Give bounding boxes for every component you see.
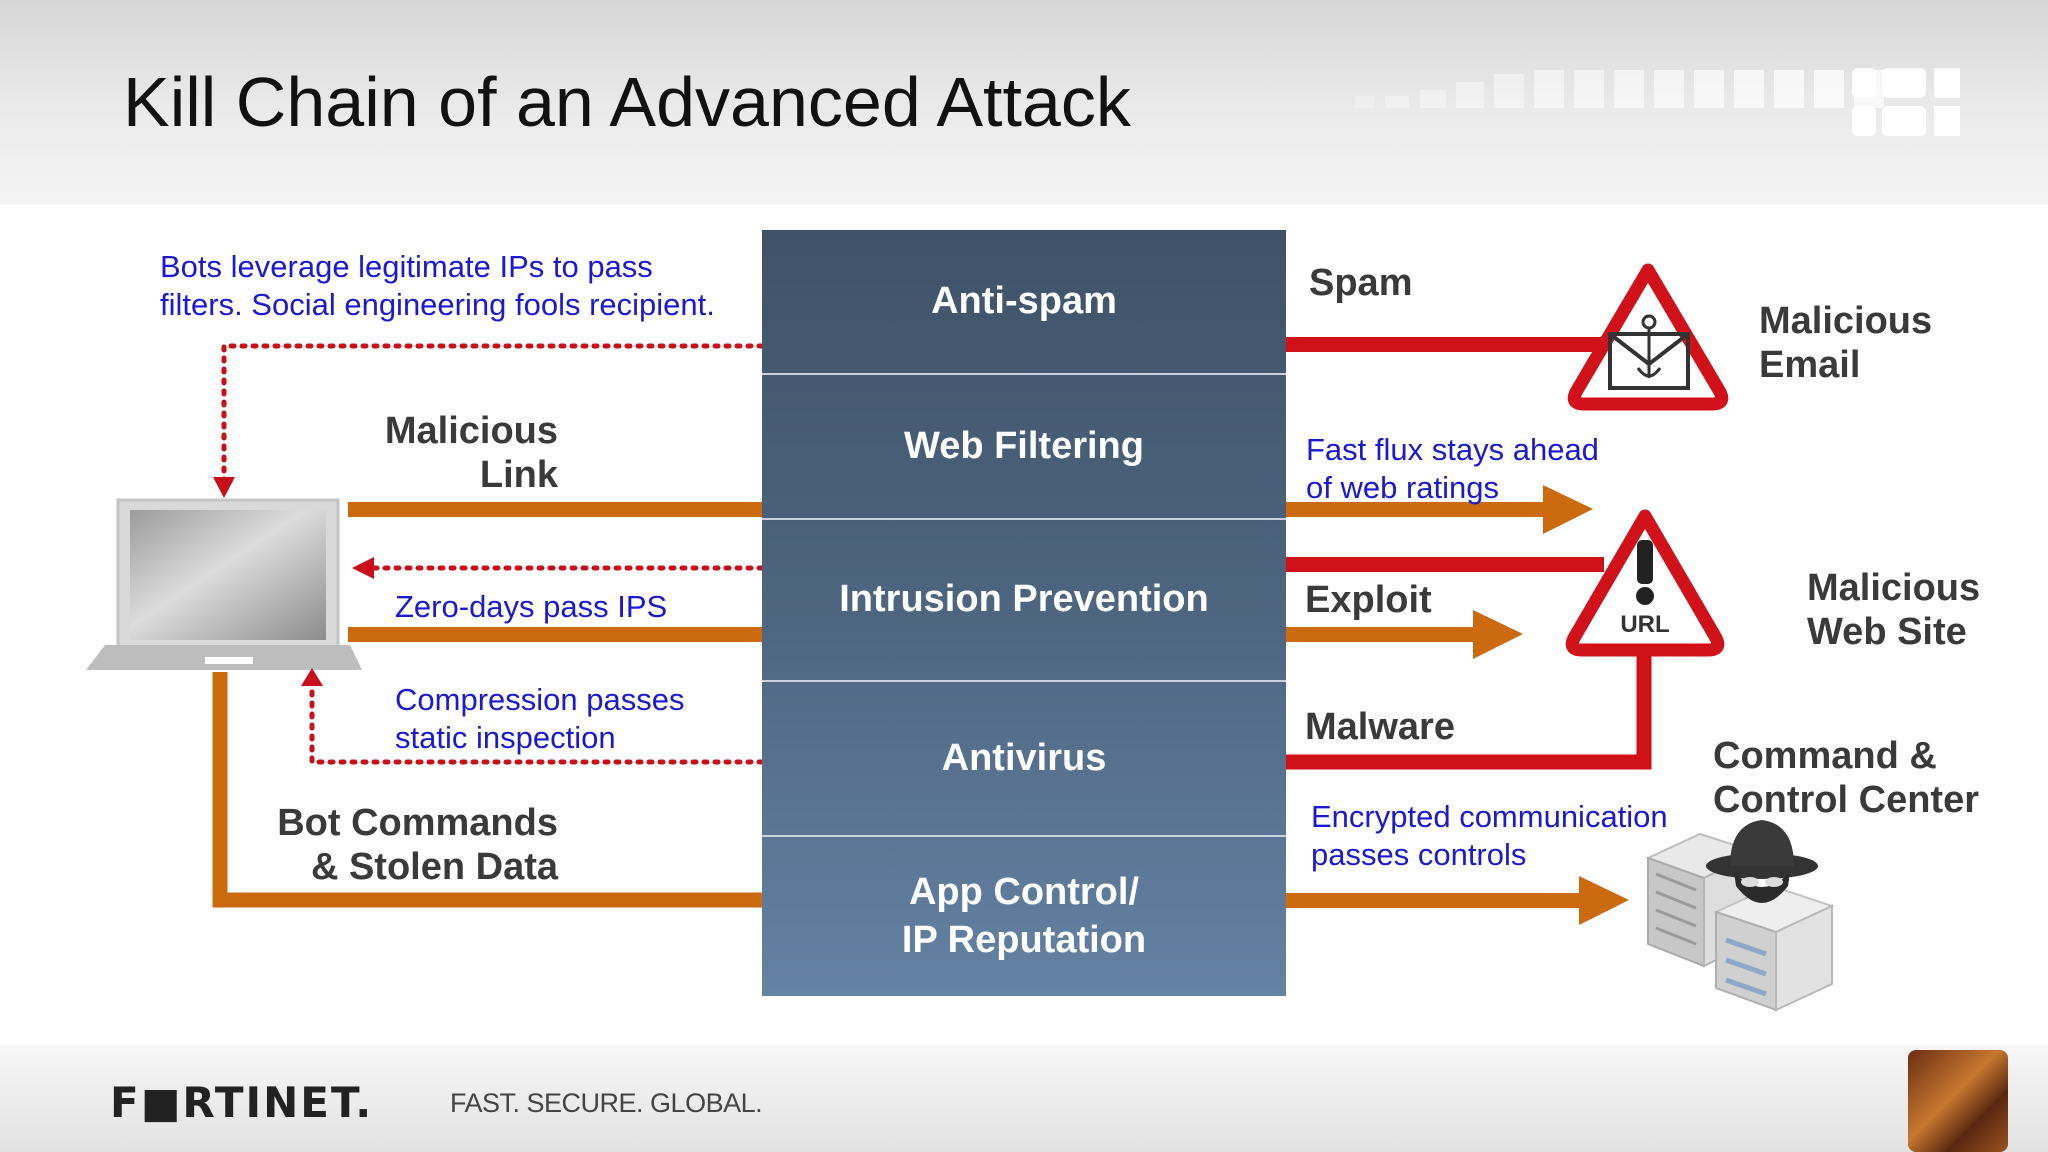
exploit-label: Exploit <box>1305 579 1432 621</box>
arrow-fast-flux-line <box>1286 502 1546 517</box>
server-spy-icon <box>1645 820 1835 1012</box>
arrow-exploit-line <box>1286 627 1476 642</box>
footer-tagline: FAST. SECURE. GLOBAL. <box>450 1088 763 1118</box>
arrowhead-compression <box>301 668 323 686</box>
layer-anti-spam: Anti-spam <box>762 230 1286 375</box>
fast-flux-label: Fast flux stays ahead of web ratings <box>1306 432 1599 505</box>
arrow-bot-commands <box>212 672 762 908</box>
arrowhead-exploit <box>1473 610 1523 659</box>
arrowhead-fast-flux <box>1543 485 1593 534</box>
command-control-label: Command & Control Center <box>1713 735 1979 821</box>
corner-thumbnail-image <box>1908 1050 2008 1152</box>
compression-label: Compression passes static inspection <box>395 682 685 755</box>
url-sign-label: URL <box>1620 611 1669 638</box>
arrow-zero-days-line <box>348 627 762 642</box>
footer-band <box>0 1045 2048 1152</box>
fortinet-grid-icon <box>1355 68 1960 136</box>
malicious-link-label: Malicious Link <box>384 410 558 496</box>
slide-title: Kill Chain of an Advanced Attack <box>123 63 1131 141</box>
arrow-malicious-link <box>348 502 762 517</box>
line-spam <box>1286 337 1602 352</box>
spam-label: Spam <box>1309 262 1413 304</box>
arrowhead-to-laptop <box>213 477 235 498</box>
malware-label: Malware <box>1305 706 1455 748</box>
arrow-encrypted-line <box>1286 893 1582 908</box>
line-exploit-red <box>1286 557 1604 572</box>
layer-antivirus: Antivirus <box>762 682 1286 837</box>
line-malware <box>1286 648 1652 770</box>
dotted-line-antispam <box>221 343 765 488</box>
malicious-email-label: Malicious Email <box>1759 300 1933 386</box>
layer-intrusion-prevention: Intrusion Prevention <box>762 520 1286 682</box>
layer-web-filtering: Web Filtering <box>762 375 1286 520</box>
url-warning-icon: URL <box>1565 509 1725 657</box>
security-layer-stack: Anti-spam Web Filtering Intrusion Preven… <box>762 230 1286 996</box>
malicious-web-site-label: Malicious Web Site <box>1807 567 1981 653</box>
bot-commands-label: Bot Commands & Stolen Data <box>277 802 558 888</box>
layer-app-control: App Control/ IP Reputation <box>901 871 1147 961</box>
arrowhead-encrypted <box>1579 876 1629 925</box>
header-band: Kill Chain of an Advanced Attack <box>0 0 2048 205</box>
laptop-icon <box>86 498 362 670</box>
arrowhead-zero-days <box>352 557 374 579</box>
encrypted-label: Encrypted communication passes controls <box>1311 799 1668 872</box>
zero-days-label: Zero-days pass IPS <box>395 589 668 624</box>
email-warning-icon <box>1567 263 1729 411</box>
fortinet-logo: F■RTINET. <box>110 1078 374 1127</box>
dotted-line-compression <box>309 689 765 765</box>
bots-note-label: Bots leverage legitimate IPs to pass fil… <box>160 249 715 322</box>
